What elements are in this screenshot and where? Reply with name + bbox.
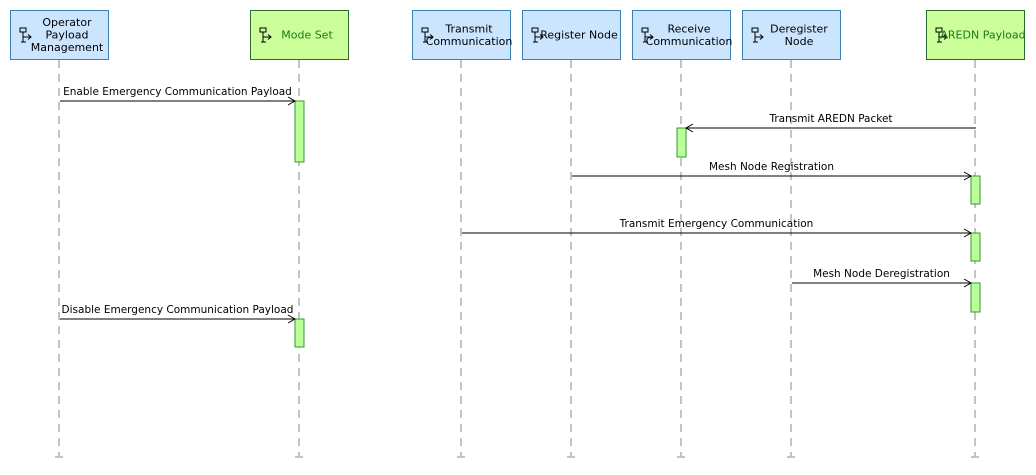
- component-icon: [641, 27, 654, 43]
- activation-mesh-node-deregistration: [970, 282, 981, 313]
- message-label-transmit-aredn-packet: Transmit AREDN Packet: [768, 113, 892, 125]
- message-mesh-node-registration[interactable]: Mesh Node Registration: [572, 161, 973, 181]
- component-icon: [531, 27, 544, 43]
- message-arrow-mesh-node-registration: [963, 171, 973, 181]
- message-label-disable-emergency: Disable Emergency Communication Payload: [62, 304, 294, 316]
- lifeline-box-mode-set[interactable]: Mode Set: [250, 10, 349, 60]
- message-label-transmit-emergency: Transmit Emergency Communication: [619, 218, 814, 230]
- activation-transmit-emergency: [970, 232, 981, 262]
- message-arrow-enable-emergency: [287, 96, 297, 106]
- activation-transmit-aredn-packet: [676, 127, 687, 158]
- message-label-mesh-node-registration: Mesh Node Registration: [709, 161, 834, 173]
- activation-enable-emergency: [294, 100, 305, 163]
- lifeline-label-transmit-comm: Communication: [426, 35, 513, 48]
- lifeline-label-register-node: Register Node: [540, 29, 618, 42]
- message-enable-emergency[interactable]: Enable Emergency Communication Payload: [60, 86, 297, 106]
- component-icon: [19, 27, 32, 43]
- message-arrow-disable-emergency: [287, 314, 297, 324]
- lifeline-box-aredn-payload[interactable]: AREDN Payload: [926, 10, 1026, 60]
- lifeline-box-register-node[interactable]: Register Node: [522, 10, 621, 60]
- message-label-mesh-node-deregistration: Mesh Node Deregistration: [813, 268, 950, 280]
- lifeline-label-operator: Payload: [46, 29, 89, 42]
- message-arrow-mesh-node-deregistration: [963, 278, 973, 288]
- lifeline-label-aredn-payload: AREDN Payload: [940, 29, 1025, 42]
- activation-layer: [294, 100, 981, 348]
- message-mesh-node-deregistration[interactable]: Mesh Node Deregistration: [792, 268, 973, 288]
- message-layer: Enable Emergency Communication PayloadTr…: [60, 86, 976, 324]
- message-transmit-aredn-packet[interactable]: Transmit AREDN Packet: [684, 113, 976, 133]
- lifeline-label-operator: Operator: [42, 16, 92, 29]
- message-arrow-transmit-emergency: [963, 228, 973, 238]
- message-label-enable-emergency: Enable Emergency Communication Payload: [63, 86, 292, 98]
- activation-mesh-node-registration: [970, 175, 981, 205]
- lifeline-label-receive-comm: Receive: [667, 22, 710, 35]
- message-disable-emergency[interactable]: Disable Emergency Communication Payload: [60, 304, 297, 324]
- message-arrow-transmit-aredn-packet: [684, 123, 694, 133]
- component-icon: [421, 27, 434, 43]
- lifeline-label-transmit-comm: Transmit: [444, 22, 493, 35]
- lifeline-label-mode-set: Mode Set: [281, 29, 333, 42]
- lifeline-label-deregister-node: Node: [785, 35, 814, 48]
- activation-disable-emergency: [294, 318, 305, 348]
- message-transmit-emergency[interactable]: Transmit Emergency Communication: [462, 218, 973, 238]
- component-icon: [751, 27, 764, 43]
- component-icon: [259, 27, 272, 43]
- component-icon: [935, 27, 948, 43]
- lifeline-label-deregister-node: Deregister: [770, 22, 828, 35]
- lifeline-label-receive-comm: Communication: [646, 35, 733, 48]
- lifeline-label-operator: Management: [31, 41, 104, 54]
